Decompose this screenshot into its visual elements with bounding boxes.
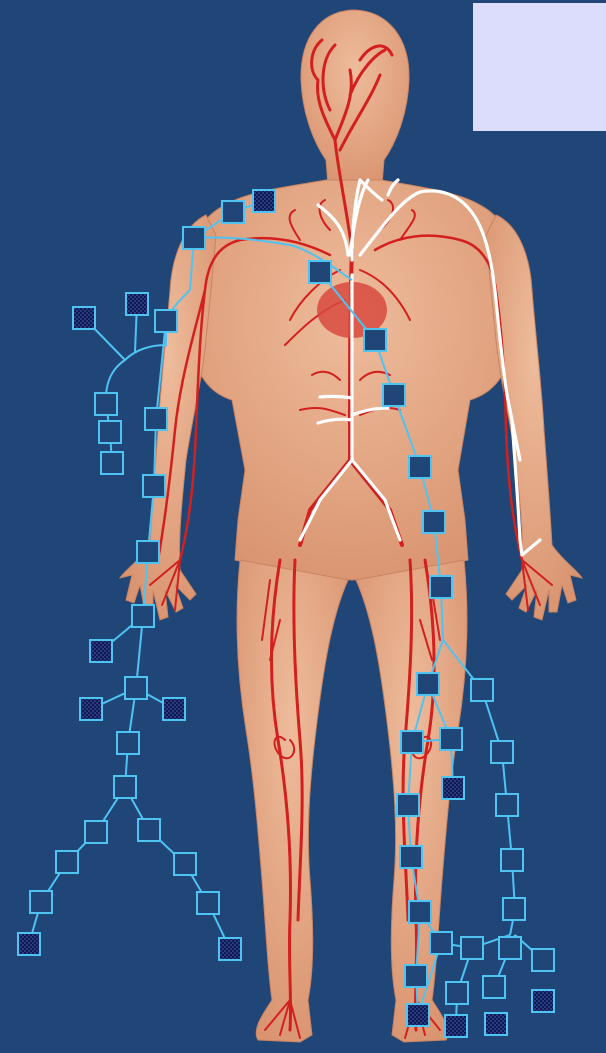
label-box-1[interactable] — [253, 190, 275, 212]
label-box-27[interactable] — [401, 731, 423, 753]
label-box-24[interactable] — [80, 698, 102, 720]
label-box-46[interactable] — [499, 937, 521, 959]
info-panel — [473, 3, 606, 131]
label-box-44[interactable] — [430, 932, 452, 954]
label-box-29[interactable] — [491, 741, 513, 763]
label-box-6[interactable] — [126, 293, 148, 315]
label-box-8[interactable] — [364, 329, 386, 351]
label-box-9[interactable] — [95, 393, 117, 415]
label-box-28[interactable] — [117, 732, 139, 754]
label-box-33[interactable] — [496, 794, 518, 816]
label-box-18[interactable] — [430, 576, 452, 598]
label-box-3[interactable] — [183, 227, 205, 249]
label-box-4[interactable] — [309, 261, 331, 283]
label-box-49[interactable] — [532, 949, 554, 971]
label-box-16[interactable] — [423, 511, 445, 533]
label-box-10[interactable] — [383, 384, 405, 406]
label-box-53[interactable] — [532, 990, 554, 1012]
label-box-50[interactable] — [405, 965, 427, 987]
label-box-32[interactable] — [397, 794, 419, 816]
label-box-37[interactable] — [56, 851, 78, 873]
label-box-17[interactable] — [137, 541, 159, 563]
label-box-40[interactable] — [30, 891, 52, 913]
label-box-11[interactable] — [145, 408, 167, 430]
label-box-38[interactable] — [174, 853, 196, 875]
label-box-23[interactable] — [471, 679, 493, 701]
label-box-20[interactable] — [90, 640, 112, 662]
label-box-56[interactable] — [485, 1013, 507, 1035]
label-box-2[interactable] — [222, 201, 244, 223]
label-box-45[interactable] — [461, 937, 483, 959]
label-box-54[interactable] — [407, 1004, 429, 1026]
label-box-14[interactable] — [409, 456, 431, 478]
label-box-15[interactable] — [143, 475, 165, 497]
label-box-42[interactable] — [409, 901, 431, 923]
label-box-48[interactable] — [219, 938, 241, 960]
label-box-19[interactable] — [132, 605, 154, 627]
label-box-39[interactable] — [501, 849, 523, 871]
label-box-25[interactable] — [163, 698, 185, 720]
label-box-12[interactable] — [99, 421, 121, 443]
label-box-34[interactable] — [85, 821, 107, 843]
label-box-36[interactable] — [400, 846, 422, 868]
label-box-43[interactable] — [503, 898, 525, 920]
label-box-7[interactable] — [155, 310, 177, 332]
label-box-13[interactable] — [101, 452, 123, 474]
label-box-35[interactable] — [138, 819, 160, 841]
label-box-47[interactable] — [18, 933, 40, 955]
right-arm — [486, 215, 582, 620]
label-box-30[interactable] — [442, 777, 464, 799]
left-leg — [237, 560, 348, 1042]
label-box-55[interactable] — [445, 1015, 467, 1037]
label-box-41[interactable] — [197, 892, 219, 914]
label-box-21[interactable] — [417, 673, 439, 695]
label-box-22[interactable] — [125, 677, 147, 699]
label-box-26[interactable] — [440, 728, 462, 750]
label-box-31[interactable] — [114, 776, 136, 798]
label-box-52[interactable] — [446, 982, 468, 1004]
label-box-51[interactable] — [483, 976, 505, 998]
label-box-5[interactable] — [73, 307, 95, 329]
